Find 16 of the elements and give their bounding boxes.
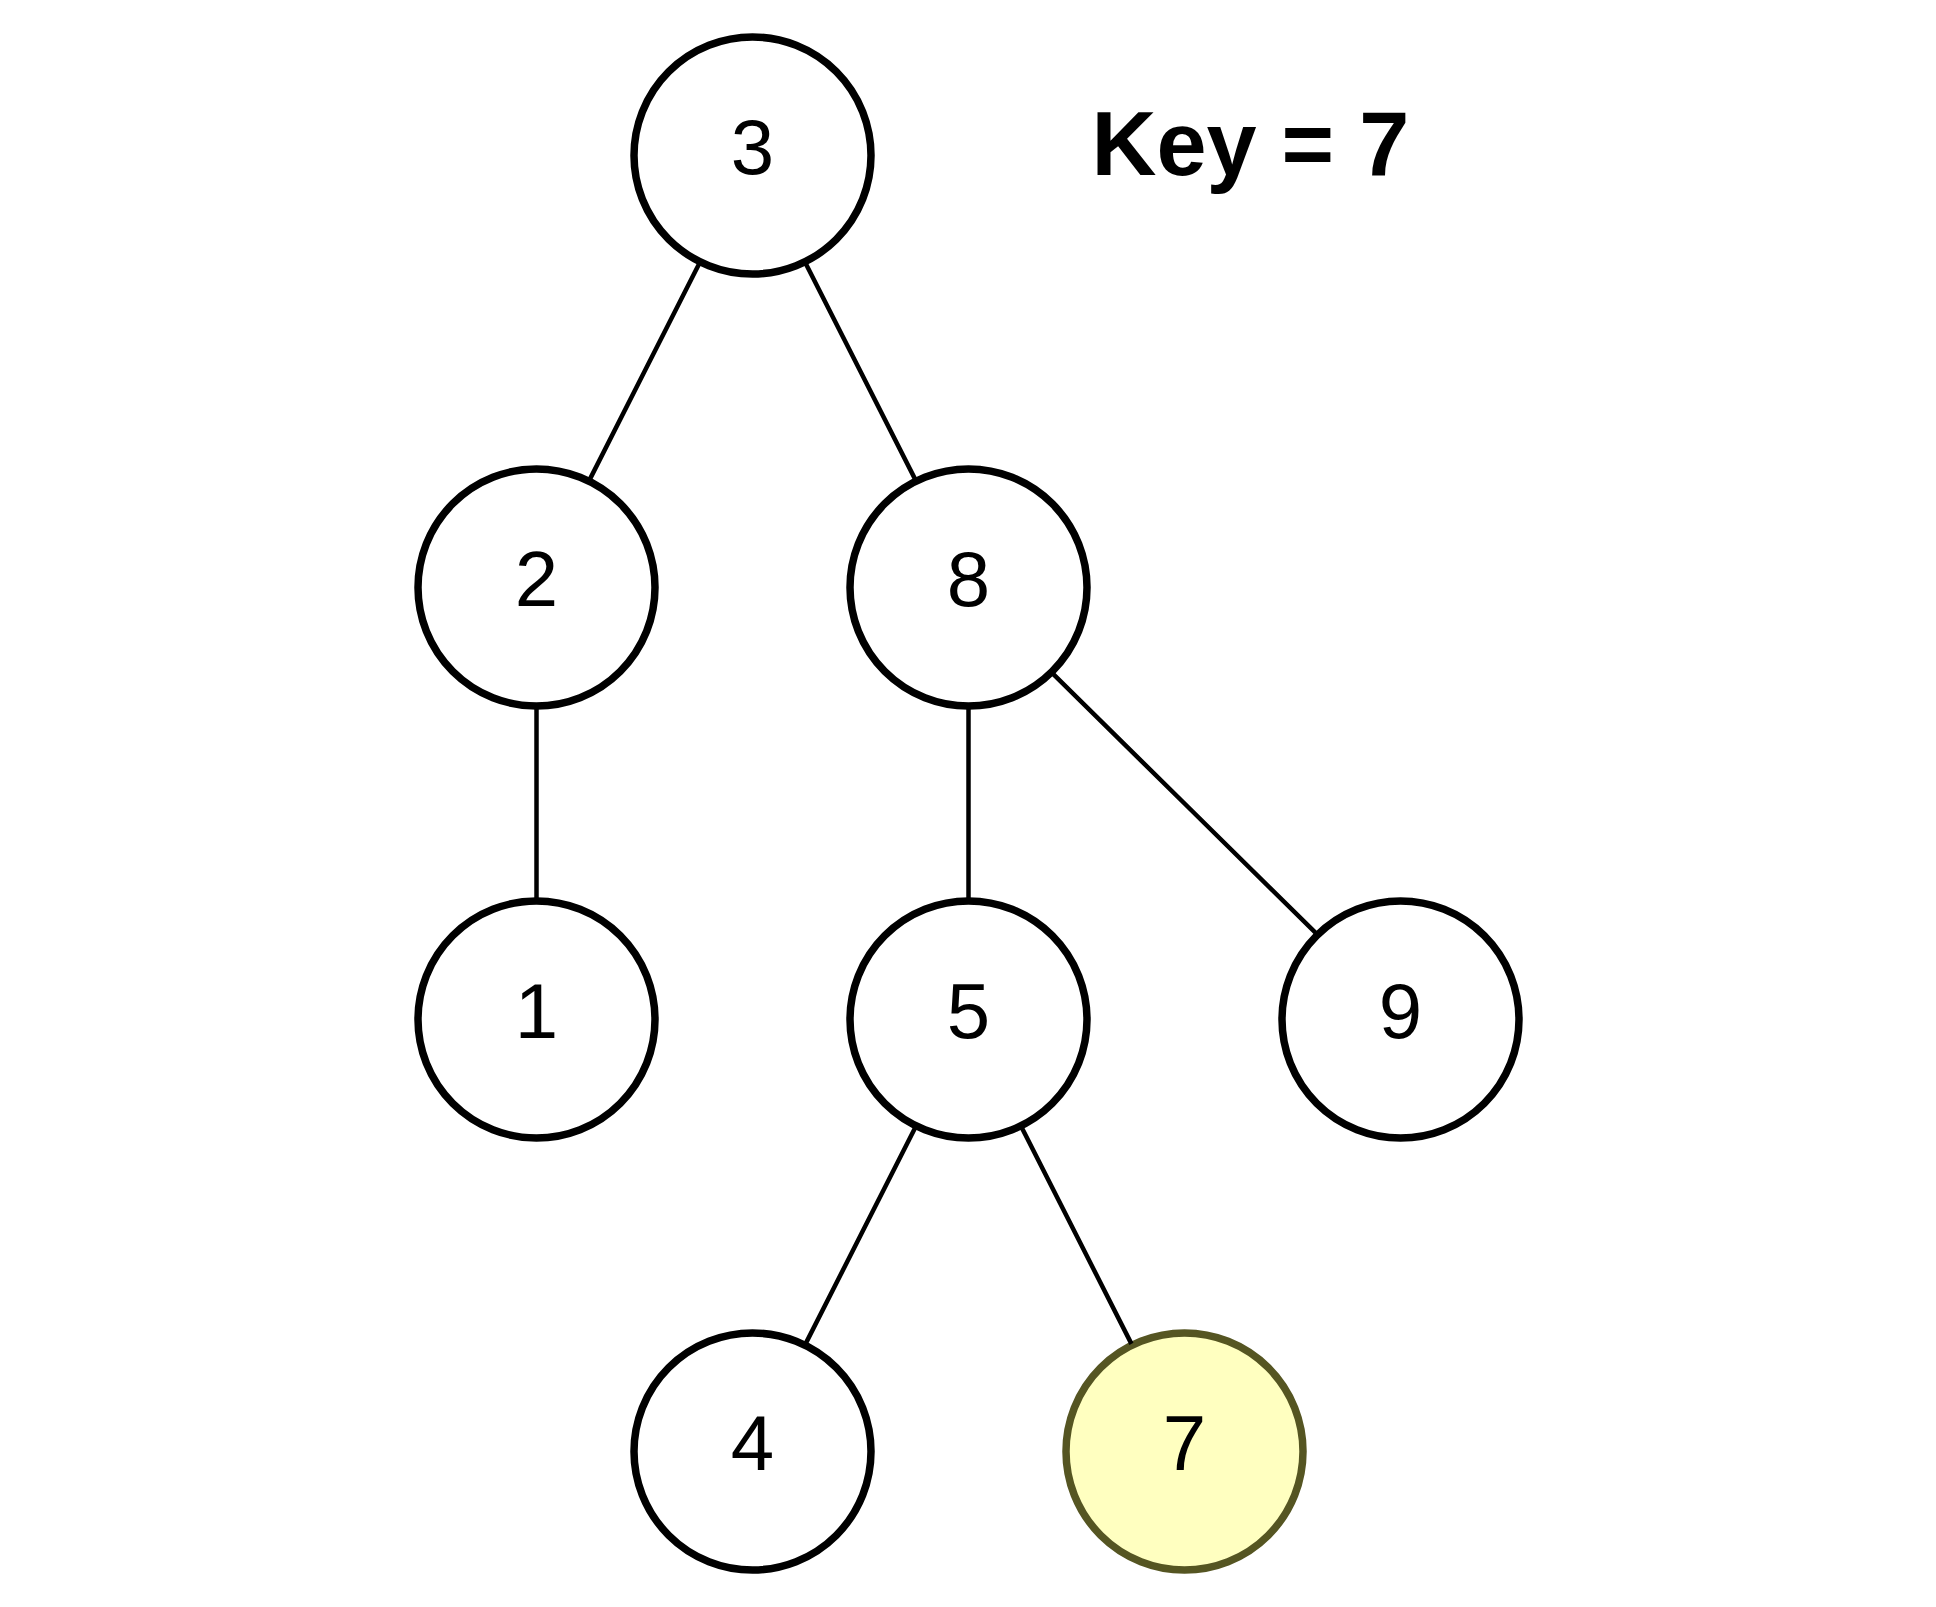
- node-circle: 1: [413, 897, 659, 1142]
- node-circle: 7: [1061, 1329, 1307, 1574]
- node-circle: 3: [629, 33, 875, 278]
- connector: [1049, 671, 1319, 937]
- label: Key = 7: [1091, 94, 1409, 194]
- node-circle: 8: [845, 465, 1091, 710]
- connector: [802, 261, 917, 481]
- node-circle: 4: [629, 1329, 875, 1574]
- connector: [587, 261, 702, 481]
- connector: [803, 1125, 918, 1345]
- connector: [533, 706, 539, 901]
- node-circle: 9: [1277, 897, 1523, 1142]
- node-circle: 5: [845, 897, 1091, 1142]
- node-circle: 2: [413, 465, 659, 710]
- connector: [1018, 1125, 1133, 1345]
- connector: [965, 706, 971, 901]
